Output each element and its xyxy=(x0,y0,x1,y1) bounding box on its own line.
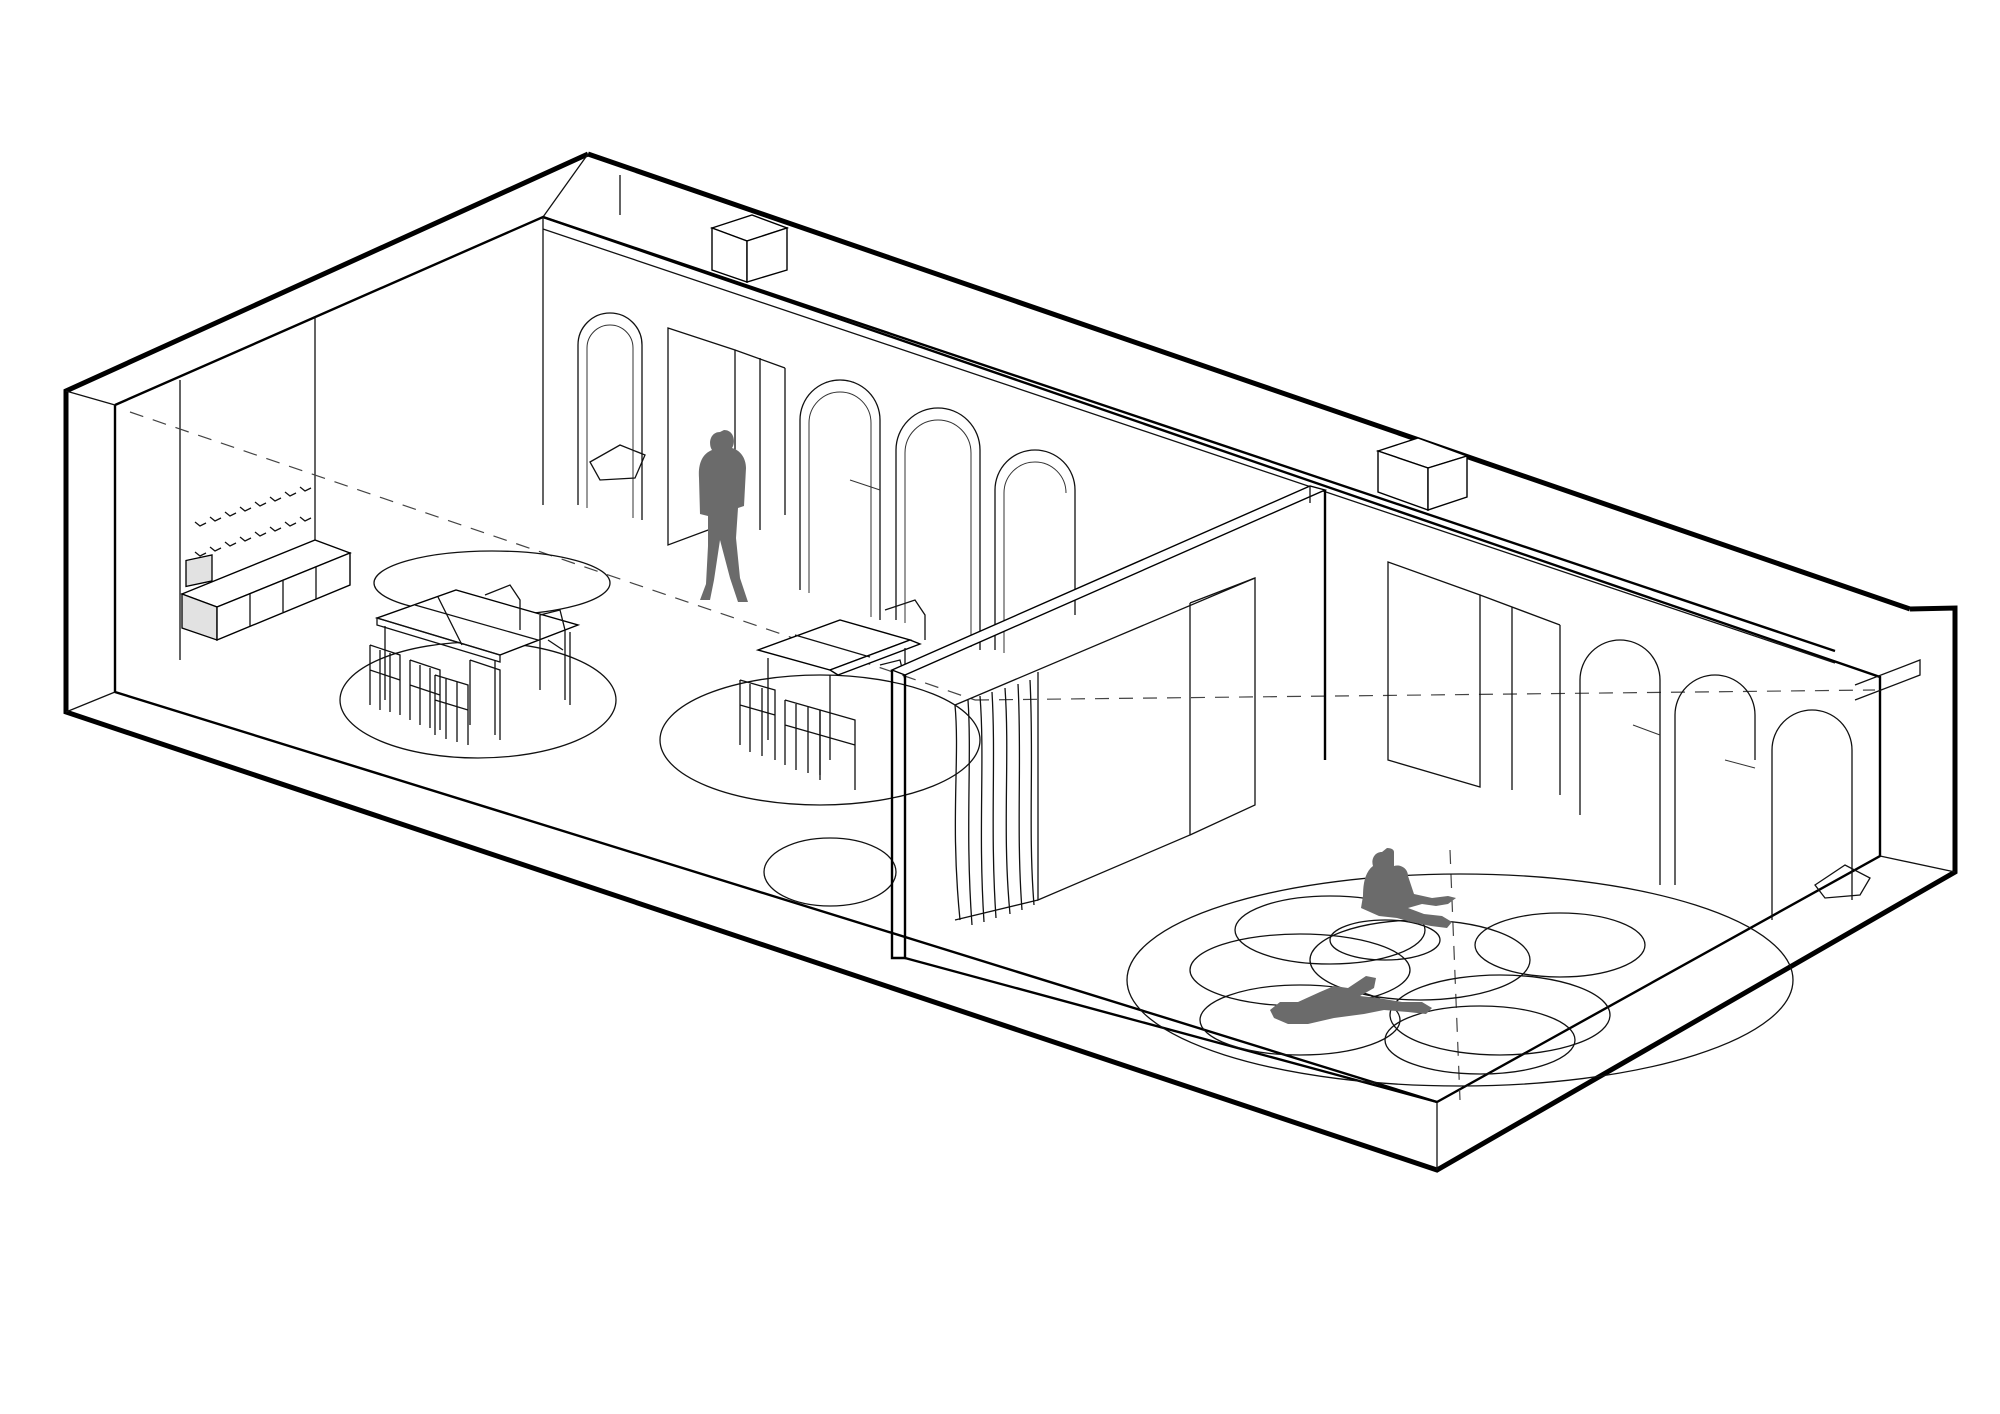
table-group-2 xyxy=(739,599,926,790)
floor-dash-back xyxy=(129,411,976,701)
partition-wall xyxy=(890,485,1438,1104)
arch-niche-6 xyxy=(1674,674,1756,885)
hook-row-1 xyxy=(194,486,312,527)
shell-outline xyxy=(63,151,1958,1173)
back-wall xyxy=(179,175,1836,664)
chair xyxy=(409,659,441,730)
slab-edge-left xyxy=(65,691,116,713)
learning-room xyxy=(180,312,1076,907)
floor-rug-table-2 xyxy=(659,674,981,806)
floor-rings xyxy=(1189,895,1646,1075)
chair xyxy=(434,674,469,745)
arch-niche-4 xyxy=(994,449,1076,653)
cushion-icon xyxy=(589,444,646,481)
floor-rug-table-1 xyxy=(339,641,617,759)
arch-niche-3 xyxy=(895,407,981,650)
arch-niche-1 xyxy=(577,312,643,520)
rim-corner-right xyxy=(1879,855,1956,873)
table-group-1 xyxy=(369,584,581,745)
coat-hooks xyxy=(194,486,312,557)
shelf-ledge xyxy=(1854,659,1921,701)
soffit-box-1 xyxy=(709,214,790,283)
rim-corner-left xyxy=(65,390,116,406)
ceiling-ledge-lower xyxy=(542,228,1836,664)
chair xyxy=(469,659,501,740)
floor-rug-small xyxy=(763,837,897,907)
floor-dash-front xyxy=(1449,849,1461,1101)
chair xyxy=(539,609,566,700)
arch-niche-5 xyxy=(1579,639,1661,885)
sliding-panel-2 xyxy=(1189,577,1256,836)
building-shell xyxy=(63,151,1958,1173)
door-track xyxy=(954,577,1256,706)
hook-row-2 xyxy=(194,516,312,557)
floor-rug-large xyxy=(1126,873,1794,1087)
back-wall-top-edge xyxy=(587,151,1911,612)
lounge-room xyxy=(1126,561,1921,1087)
chair xyxy=(484,584,521,630)
floor-dash-right xyxy=(974,689,1876,701)
cushion-icon xyxy=(1814,864,1871,899)
chair xyxy=(884,599,926,640)
chair xyxy=(739,679,776,760)
lying-person-figure xyxy=(1270,976,1432,1024)
chair xyxy=(819,709,856,790)
floor-guide-lines xyxy=(129,411,1876,1101)
ceiling-ledge xyxy=(542,215,1836,653)
sliding-panel-1 xyxy=(1037,603,1191,901)
soffit-box-2 xyxy=(1375,437,1470,511)
rim-corner-back xyxy=(542,153,589,218)
reclining-person-figure xyxy=(1361,848,1456,928)
chair xyxy=(369,644,401,715)
partition-end xyxy=(890,670,907,960)
table-top xyxy=(755,619,913,671)
standing-person-figure xyxy=(698,430,748,602)
arch-niche-7 xyxy=(1771,709,1871,920)
room-divider-base xyxy=(904,956,1438,1104)
right-doorway xyxy=(1387,561,1561,795)
partition-top xyxy=(890,485,1328,676)
curtain xyxy=(954,679,1039,926)
arch-niche-2 xyxy=(799,379,881,620)
cubby-shelves xyxy=(180,539,352,642)
chair xyxy=(784,699,821,775)
